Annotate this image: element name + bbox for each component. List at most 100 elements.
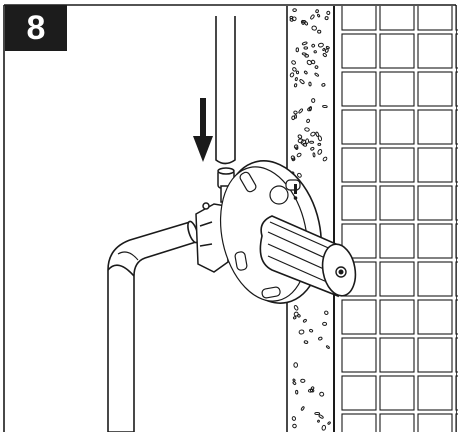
plaster-speck xyxy=(311,25,317,31)
plaster-speck xyxy=(322,47,326,52)
plaster-speck xyxy=(317,29,322,34)
plaster-speck xyxy=(297,172,302,178)
step-number-badge: 8 xyxy=(5,5,67,51)
wall-tile xyxy=(341,375,377,411)
plaster-speck xyxy=(306,118,311,124)
wall-tile xyxy=(379,261,415,297)
plaster-speck xyxy=(292,67,297,72)
plaster-speck xyxy=(303,340,309,344)
plaster-speck xyxy=(293,144,299,149)
wall-tile xyxy=(379,337,415,373)
wall-tile xyxy=(455,109,458,145)
wall-tile xyxy=(417,71,453,107)
plaster-speck xyxy=(289,17,294,22)
wall-tile xyxy=(379,375,415,411)
wall-tile xyxy=(455,6,458,31)
wall-tile xyxy=(379,147,415,183)
wall-tile xyxy=(341,413,377,432)
plaster-speck xyxy=(303,70,308,75)
plaster-speck xyxy=(308,81,312,87)
plaster-speck xyxy=(314,65,319,69)
wall-tile xyxy=(341,299,377,335)
wall-tile xyxy=(379,6,415,31)
wall-tile xyxy=(417,33,453,69)
plaster-speck xyxy=(300,19,305,25)
flange-slots xyxy=(234,171,301,299)
wall-tile xyxy=(379,223,415,259)
plaster-speck xyxy=(322,156,328,162)
wall-tile xyxy=(455,33,458,69)
plaster-speck xyxy=(318,336,323,341)
plaster-speck xyxy=(300,406,305,411)
plaster-speck xyxy=(321,424,327,431)
elbow-pipe xyxy=(107,220,199,432)
plaster-speck xyxy=(304,127,310,132)
wall-tile xyxy=(455,299,458,335)
plaster-speck xyxy=(319,391,325,397)
wall-tile xyxy=(455,185,458,221)
plaster-speck xyxy=(310,386,315,390)
wall-tile xyxy=(455,337,458,373)
plaster-speck xyxy=(292,378,296,382)
plaster-speck xyxy=(291,416,297,421)
plaster-speck xyxy=(310,146,315,151)
wall-tile xyxy=(341,147,377,183)
wall-tile xyxy=(417,261,453,297)
plaster-speck xyxy=(292,381,297,385)
wall-tile xyxy=(341,337,377,373)
plaster-speck xyxy=(325,345,330,349)
plaster-speck xyxy=(322,104,328,109)
plaster-speck xyxy=(306,59,312,66)
plaster-speck xyxy=(322,52,327,58)
wall-tile xyxy=(417,223,453,259)
plaster-speck xyxy=(297,314,301,318)
plaster-speck xyxy=(298,329,305,335)
plaster-speck xyxy=(292,8,297,13)
wall-tile xyxy=(417,375,453,411)
plaster-speck xyxy=(293,110,298,115)
plaster-speck xyxy=(314,72,319,77)
plaster-speck xyxy=(311,43,316,48)
plaster-speck xyxy=(325,45,330,50)
supply-pipe xyxy=(215,16,236,165)
tile-wall xyxy=(336,6,458,432)
plaster-speck xyxy=(294,146,299,150)
wall-tile xyxy=(455,261,458,297)
plaster-speck xyxy=(310,59,316,65)
plaster-speck xyxy=(326,10,331,15)
plaster-speck xyxy=(297,134,303,139)
plaster-speck xyxy=(296,152,302,158)
plaster-speck xyxy=(311,98,316,103)
plaster-speck xyxy=(310,14,315,20)
wall-tile xyxy=(417,413,453,432)
plaster-speck xyxy=(321,83,326,87)
plaster-speck xyxy=(315,9,319,14)
plaster-speck xyxy=(324,310,329,315)
wall-tile xyxy=(341,71,377,107)
plaster-speck xyxy=(310,131,316,137)
plaster-speck xyxy=(291,16,297,22)
plaster-speck xyxy=(293,305,299,311)
plaster-speck xyxy=(307,388,314,393)
wall-tile xyxy=(417,109,453,145)
wall-tile xyxy=(379,109,415,145)
wall-tile xyxy=(341,223,377,259)
plaster-speck xyxy=(317,419,320,423)
plaster-speck xyxy=(314,411,321,416)
wall-tile xyxy=(379,299,415,335)
wall-tile xyxy=(341,33,377,69)
plaster-speck xyxy=(291,60,296,65)
exclamation-icon xyxy=(269,184,298,205)
wall-tile xyxy=(417,299,453,335)
plaster-speck xyxy=(289,72,295,78)
wall-tile xyxy=(417,337,453,373)
wall-tile xyxy=(417,6,453,31)
plaster-speck xyxy=(317,142,322,146)
wall-tile xyxy=(455,71,458,107)
plaster-speck xyxy=(292,423,297,429)
plaster-speck xyxy=(293,83,298,88)
plaster-speck xyxy=(295,47,300,53)
plaster-speck xyxy=(322,321,328,326)
control-knob xyxy=(259,215,357,298)
